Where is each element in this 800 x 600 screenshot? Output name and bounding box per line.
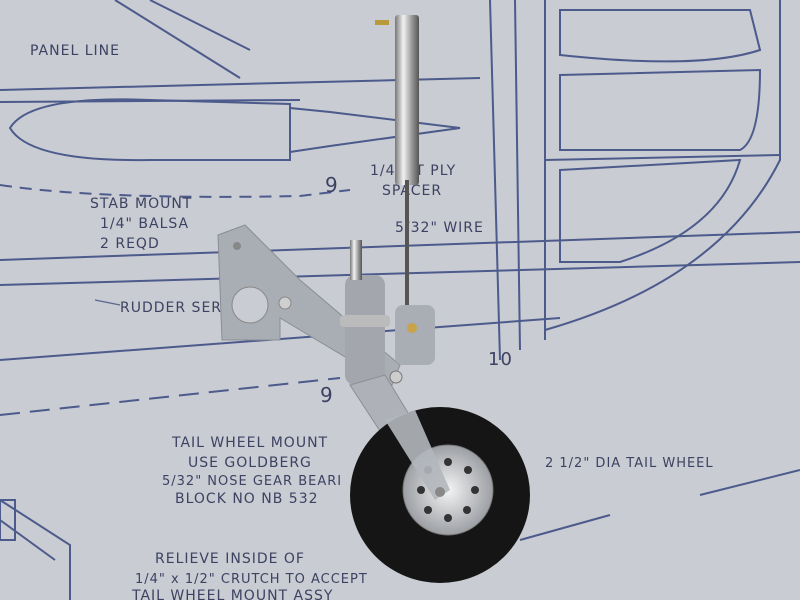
label-station-9-bottom: 9 <box>320 383 334 407</box>
label-tail-wheel-mount-3: 5/32" NOSE GEAR BEARI <box>162 474 342 489</box>
steering-arm <box>395 305 435 365</box>
label-tail-wheel-mount-4: BLOCK NO NB 532 <box>175 491 319 507</box>
label-rudder-servo: RUDDER SER <box>120 300 222 316</box>
bracket-hole <box>231 286 269 324</box>
bearing-post <box>350 240 362 280</box>
label-stab-mount-2: 1/4" BALSA <box>100 216 189 232</box>
bearing-block <box>345 275 385 385</box>
tail-wheel <box>350 407 530 583</box>
plan-annotations: PANEL LINE STAB MOUNT 1/4" BALSA 2 REQD … <box>30 43 714 600</box>
pin <box>375 20 389 25</box>
label-relieve-1: RELIEVE INSIDE OF <box>155 551 305 567</box>
label-stab-mount-1: STAB MOUNT <box>90 196 192 212</box>
shock-strut-tube <box>395 15 419 185</box>
label-relieve-2: 1/4" x 1/2" CRUTCH TO ACCEPT <box>135 572 368 587</box>
label-station-10: 10 <box>488 349 513 370</box>
label-tail-wheel-mount-1: TAIL WHEEL MOUNT <box>171 435 328 451</box>
label-tail-wheel-dia: 2 1/2" DIA TAIL WHEEL <box>545 456 714 471</box>
label-stab-mount-3: 2 REQD <box>100 236 160 252</box>
wire-strut <box>405 180 409 330</box>
label-tail-wheel-mount-2: USE GOLDBERG <box>188 455 312 471</box>
label-wire: 5/32" WIRE <box>395 220 484 236</box>
label-station-9-top: 9 <box>325 173 339 197</box>
label-spacer: SPACER <box>382 183 442 199</box>
label-relieve-3: TAIL WHEEL MOUNT ASSY <box>131 588 333 600</box>
label-panel-line: PANEL LINE <box>30 43 120 59</box>
